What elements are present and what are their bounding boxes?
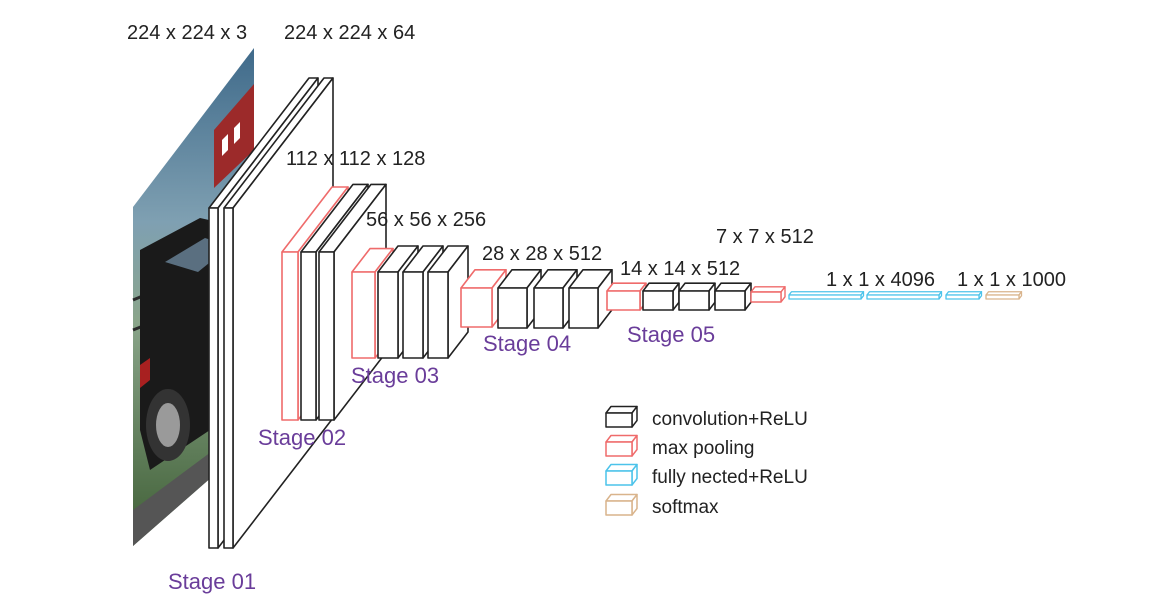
block-conv5-c [714,282,752,311]
stage-label-04: Stage 04 [483,331,571,356]
dim-label-conv4: 28 x 28 x 512 [482,243,602,265]
legend-icon-conv [605,405,638,428]
dim-label-pool5: 7 x 7 x 512 [716,226,814,248]
legend-label-pool: max pooling [652,438,754,459]
legend-icon-pool [605,434,638,457]
block-fc2 [866,291,943,300]
stage-label-02: Stage 02 [258,425,346,450]
dim-label-fc: 1 x 1 x 4096 [826,269,935,291]
block-conv5-a [642,282,680,311]
legend-icons [605,405,638,516]
block-pool4 [606,282,647,311]
dim-label-output: 1 x 1 x 1000 [957,269,1066,291]
stage-label-01: Stage 01 [168,569,256,594]
block-softmax [985,291,1023,300]
legend: convolution+ReLU max pooling fully necte… [605,405,808,518]
layer-blocks [208,77,1023,549]
legend-label-conv: convolution+ReLU [652,409,808,430]
dim-label-conv5: 14 x 14 x 512 [620,258,740,280]
legend-label-fc: fully nected+ReLU [652,467,808,488]
legend-label-softmax: softmax [652,497,719,518]
block-conv5-b [678,282,716,311]
legend-icon-softmax [605,493,638,516]
legend-icon-fc [605,463,638,486]
block-conv4-c [568,268,613,329]
dim-label-conv3: 56 x 56 x 256 [366,209,486,231]
dim-label-input: 224 x 224 x 3 [127,22,247,44]
dim-label-conv1: 224 x 224 x 64 [284,22,415,44]
block-fc1 [788,291,865,300]
stage-label-05: Stage 05 [627,322,715,347]
block-fc3 [945,291,983,300]
stage-label-03: Stage 03 [351,363,439,388]
block-conv3-c [427,245,469,359]
dim-label-conv2: 112 x 112 x 128 [286,148,425,170]
block-pool5 [750,286,786,303]
